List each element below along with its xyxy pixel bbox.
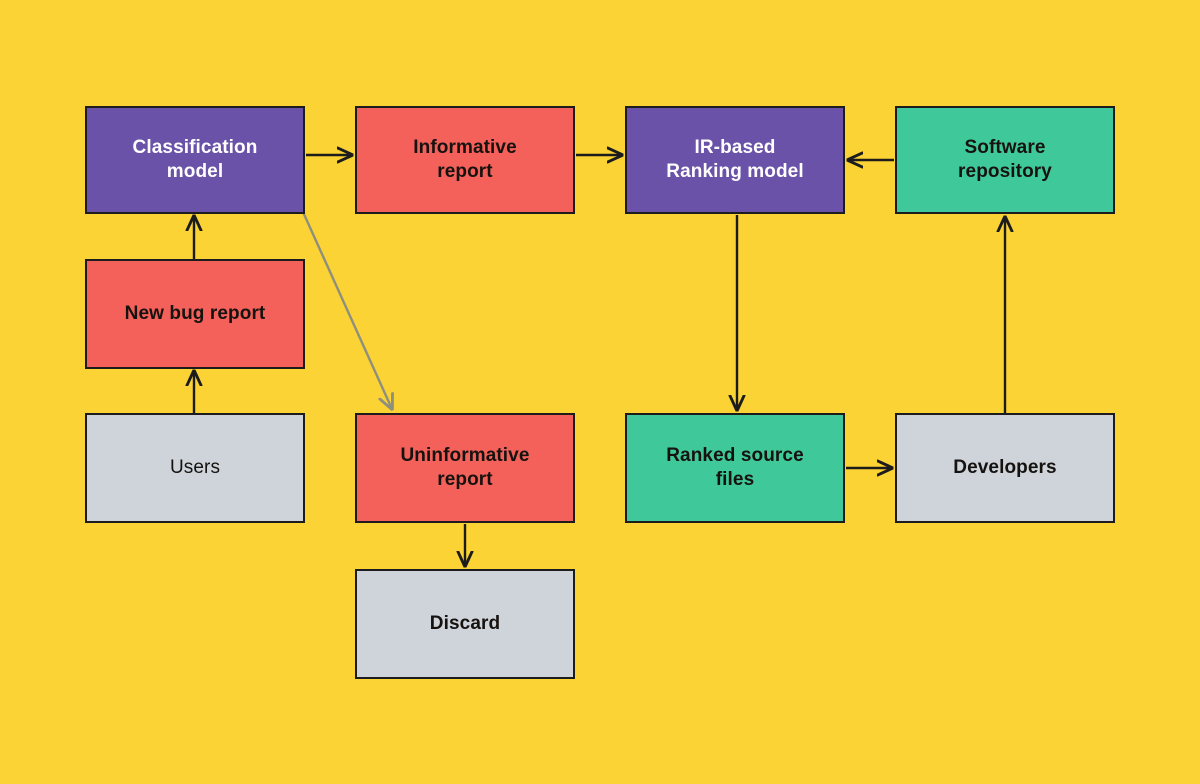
edge-classification-model-to-uninformative-report [301,211,392,409]
node-users[interactable]: Users [85,413,305,523]
node-label: Informative report [413,136,517,182]
node-label: New bug report [124,302,266,324]
node-label: Classification model [132,136,258,182]
node-label: Ranked source files [666,444,804,490]
node-new-bug-report[interactable]: New bug report [85,259,305,369]
node-discard[interactable]: Discard [355,569,575,679]
node-label: Developers [953,456,1057,478]
node-ranked-source-files[interactable]: Ranked source files [625,413,845,523]
node-label: IR-based Ranking model [666,136,804,182]
node-label: Uninformative report [400,444,530,490]
node-label: Users [169,456,221,478]
node-software-repository[interactable]: Software repository [895,106,1115,214]
node-label: Software repository [958,136,1052,182]
node-classification-model[interactable]: Classification model [85,106,305,214]
node-informative-report[interactable]: Informative report [355,106,575,214]
node-uninformative-report[interactable]: Uninformative report [355,413,575,523]
node-label: Discard [429,612,501,634]
node-ir-based-ranking-model[interactable]: IR-based Ranking model [625,106,845,214]
node-developers[interactable]: Developers [895,413,1115,523]
